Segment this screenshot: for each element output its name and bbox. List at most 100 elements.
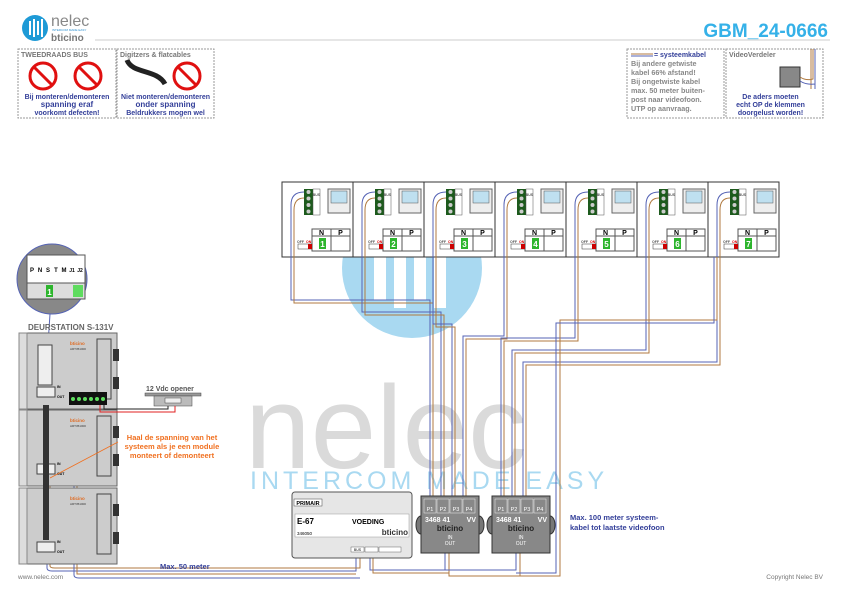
address-code (674, 238, 681, 249)
address-code (319, 238, 326, 249)
svg-text:P: P (551, 230, 556, 237)
port-label: P1 (427, 507, 434, 513)
system-cable-blue (361, 191, 442, 496)
system-cable-blue (500, 191, 589, 496)
svg-text:IN: IN (519, 535, 524, 541)
door-opener: 12 Vdc opener (99, 386, 202, 413)
svg-text:N: N (674, 230, 679, 237)
terminal-block (588, 189, 597, 215)
svg-text:N: N (461, 230, 466, 237)
door-station-title: DEURSTATION S-131V (28, 323, 114, 332)
bus-cable (49, 470, 361, 569)
svg-text:P: P (622, 230, 627, 237)
notice-line: kabel 66% afstand! (631, 68, 696, 77)
notice-line: Bij ongetwiste kabel (631, 77, 700, 86)
notice-title: Digitzers & flatcables (120, 52, 191, 59)
svg-text:bticino: bticino (437, 524, 463, 533)
videophone-number: 4 (533, 240, 538, 249)
svg-text:346050: 346050 (297, 531, 313, 536)
address-code (390, 238, 397, 249)
svg-text:IN: IN (448, 535, 453, 541)
terminal-block (730, 189, 739, 215)
svg-text:PRIMAIR: PRIMAIR (296, 501, 319, 507)
svg-text:bticino: bticino (382, 528, 408, 537)
terminal-label: S (46, 268, 50, 274)
logo: nelec INTERCOM MADE EASY bticino (22, 13, 89, 44)
terminal-block (304, 189, 313, 215)
svg-text:BUS: BUS (313, 193, 321, 197)
svg-text:ART351000: ART351000 (70, 347, 86, 351)
svg-text:nelec: nelec (51, 13, 89, 30)
svg-text:OUT: OUT (57, 472, 65, 476)
svg-text:OFF: OFF (368, 240, 376, 244)
footer-copyright: Copyright Nelec BV (766, 574, 823, 581)
svg-text:N: N (390, 230, 395, 237)
notice-line: Niet monteren/demonteren (121, 94, 210, 101)
doc-id: GBM_24-0666 (703, 21, 828, 42)
system-cable-blue (522, 191, 731, 496)
svg-text:VV: VV (467, 517, 477, 524)
svg-text:ART351000: ART351000 (70, 502, 86, 506)
address-code (532, 238, 539, 249)
svg-text:bticino: bticino (51, 33, 84, 44)
port-label: P2 (440, 507, 447, 513)
notice-title: VideoVerdeler (729, 52, 776, 59)
system-cable-blue (511, 191, 660, 496)
watermark-tagline: INTERCOM MADE EASY (250, 467, 608, 495)
svg-text:monteert of demonteert: monteert of demonteert (130, 451, 215, 460)
notice-line: Bij monteren/demonteren (25, 94, 110, 101)
address-code (603, 238, 610, 249)
svg-text:BUS: BUS (526, 193, 534, 197)
notice-line: post naar videofoon. (631, 95, 702, 104)
bus-cable (46, 500, 357, 572)
bus-cable (520, 257, 718, 577)
bus-cable (369, 553, 446, 571)
notice-line: onder spanning (136, 100, 196, 109)
videophone-number: 1 (320, 240, 325, 249)
terminal-block (659, 189, 668, 215)
videophone-number: 7 (746, 240, 751, 249)
address-code (461, 238, 468, 249)
svg-text:OUT: OUT (516, 541, 527, 547)
power-supply: PRIMAIR E-67 VOEDING 346050 bticino BUS (291, 491, 413, 559)
notice-line: UTP op aanvraag. (631, 104, 692, 113)
svg-text:Haal de spanning van het: Haal de spanning van het (127, 433, 218, 442)
terminal-block (69, 392, 107, 405)
terminal-label: J1 (69, 268, 75, 274)
svg-text:ON: ON (448, 240, 454, 244)
svg-text:IN: IN (57, 540, 61, 544)
svg-text:IN: IN (57, 385, 61, 389)
svg-text:P: P (409, 230, 414, 237)
svg-text:N: N (532, 230, 537, 237)
watermark-brand: nelec (245, 362, 527, 494)
svg-text:ART351000: ART351000 (70, 424, 86, 428)
svg-text:INTERCOM MADE EASY: INTERCOM MADE EASY (52, 28, 86, 32)
svg-text:P: P (764, 230, 769, 237)
svg-text:P: P (693, 230, 698, 237)
system-cable-brown (465, 197, 518, 496)
terminal-label: N (38, 268, 42, 274)
port-label: P3 (524, 507, 531, 513)
svg-text:ON: ON (732, 240, 738, 244)
bus-cable (73, 412, 360, 579)
svg-text:OFF: OFF (652, 240, 660, 244)
svg-text:ON: ON (377, 240, 383, 244)
notice-line: De aders moeten (742, 94, 798, 101)
system-cable-brown (503, 197, 589, 496)
bus-cable (372, 553, 521, 577)
videophone-number: 6 (675, 240, 680, 249)
svg-text:12 Vdc opener: 12 Vdc opener (146, 386, 194, 393)
videophone-number: 3 (462, 240, 467, 249)
svg-text:ON: ON (590, 240, 596, 244)
svg-text:OFF: OFF (581, 240, 589, 244)
svg-text:VOEDING: VOEDING (352, 519, 385, 526)
videophone-number: 5 (604, 240, 609, 249)
